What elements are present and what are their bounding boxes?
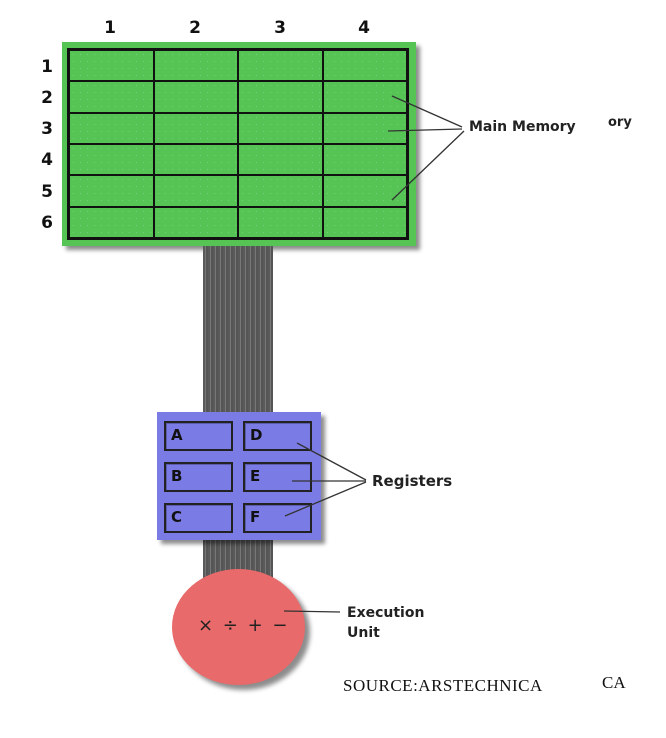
memory-cell <box>322 175 407 207</box>
register-name: C <box>171 508 183 526</box>
memory-column-label: 4 <box>358 18 370 38</box>
execution-unit-label-line2: Unit <box>347 625 380 641</box>
memory-register-bus <box>203 246 273 414</box>
memory-row-label: 3 <box>41 119 53 139</box>
memory-cell <box>69 81 154 113</box>
memory-cell <box>322 81 407 113</box>
memory-cell <box>153 144 238 176</box>
memory-cell <box>69 144 154 176</box>
memory-grid <box>67 48 409 240</box>
memory-cell <box>238 144 323 176</box>
register-name: A <box>171 426 183 444</box>
register-e: E <box>243 462 312 492</box>
memory-cell <box>322 112 407 144</box>
memory-cell <box>69 206 154 238</box>
memory-cell <box>238 206 323 238</box>
registers-label: Registers <box>372 472 453 490</box>
memory-column-label: 3 <box>274 18 286 38</box>
register-file: A B C D E F <box>157 412 321 540</box>
main-memory-block <box>62 42 416 246</box>
memory-cell <box>153 81 238 113</box>
register-a: A <box>164 421 233 451</box>
register-d: D <box>243 421 312 451</box>
main-memory-label: Main Memory <box>469 119 576 135</box>
arithmetic-operators: × ÷ + − <box>198 615 290 636</box>
memory-cell <box>69 175 154 207</box>
memory-row-label: 6 <box>41 213 53 233</box>
memory-cell <box>153 206 238 238</box>
register-name: B <box>171 467 183 485</box>
source-credit-overflow: CA <box>602 673 626 692</box>
memory-column-label: 2 <box>189 18 201 38</box>
memory-cell <box>153 112 238 144</box>
memory-row-label: 2 <box>41 88 53 108</box>
memory-cell <box>322 50 407 82</box>
memory-cell <box>238 81 323 113</box>
register-name: E <box>250 467 261 485</box>
register-name: F <box>250 508 261 526</box>
memory-cell <box>238 112 323 144</box>
memory-row-label: 4 <box>41 150 53 170</box>
memory-cell <box>322 144 407 176</box>
memory-cell <box>153 50 238 82</box>
memory-cell <box>238 50 323 82</box>
memory-cell <box>238 175 323 207</box>
register-f: F <box>243 503 312 533</box>
memory-cell <box>153 175 238 207</box>
memory-cell <box>69 112 154 144</box>
source-credit: SOURCE:ARSTECHNICA <box>343 676 543 695</box>
memory-cell <box>322 206 407 238</box>
memory-column-label: 1 <box>104 18 116 38</box>
memory-row-label: 5 <box>41 182 53 202</box>
execution-unit-label-line1: Execution <box>347 605 425 621</box>
memory-row-label: 1 <box>41 57 53 77</box>
register-b: B <box>164 462 233 492</box>
register-name: D <box>250 426 263 444</box>
main-memory-label-overflow: ory <box>608 115 632 130</box>
execution-unit <box>172 569 305 685</box>
register-c: C <box>164 503 233 533</box>
memory-cell <box>69 50 154 82</box>
